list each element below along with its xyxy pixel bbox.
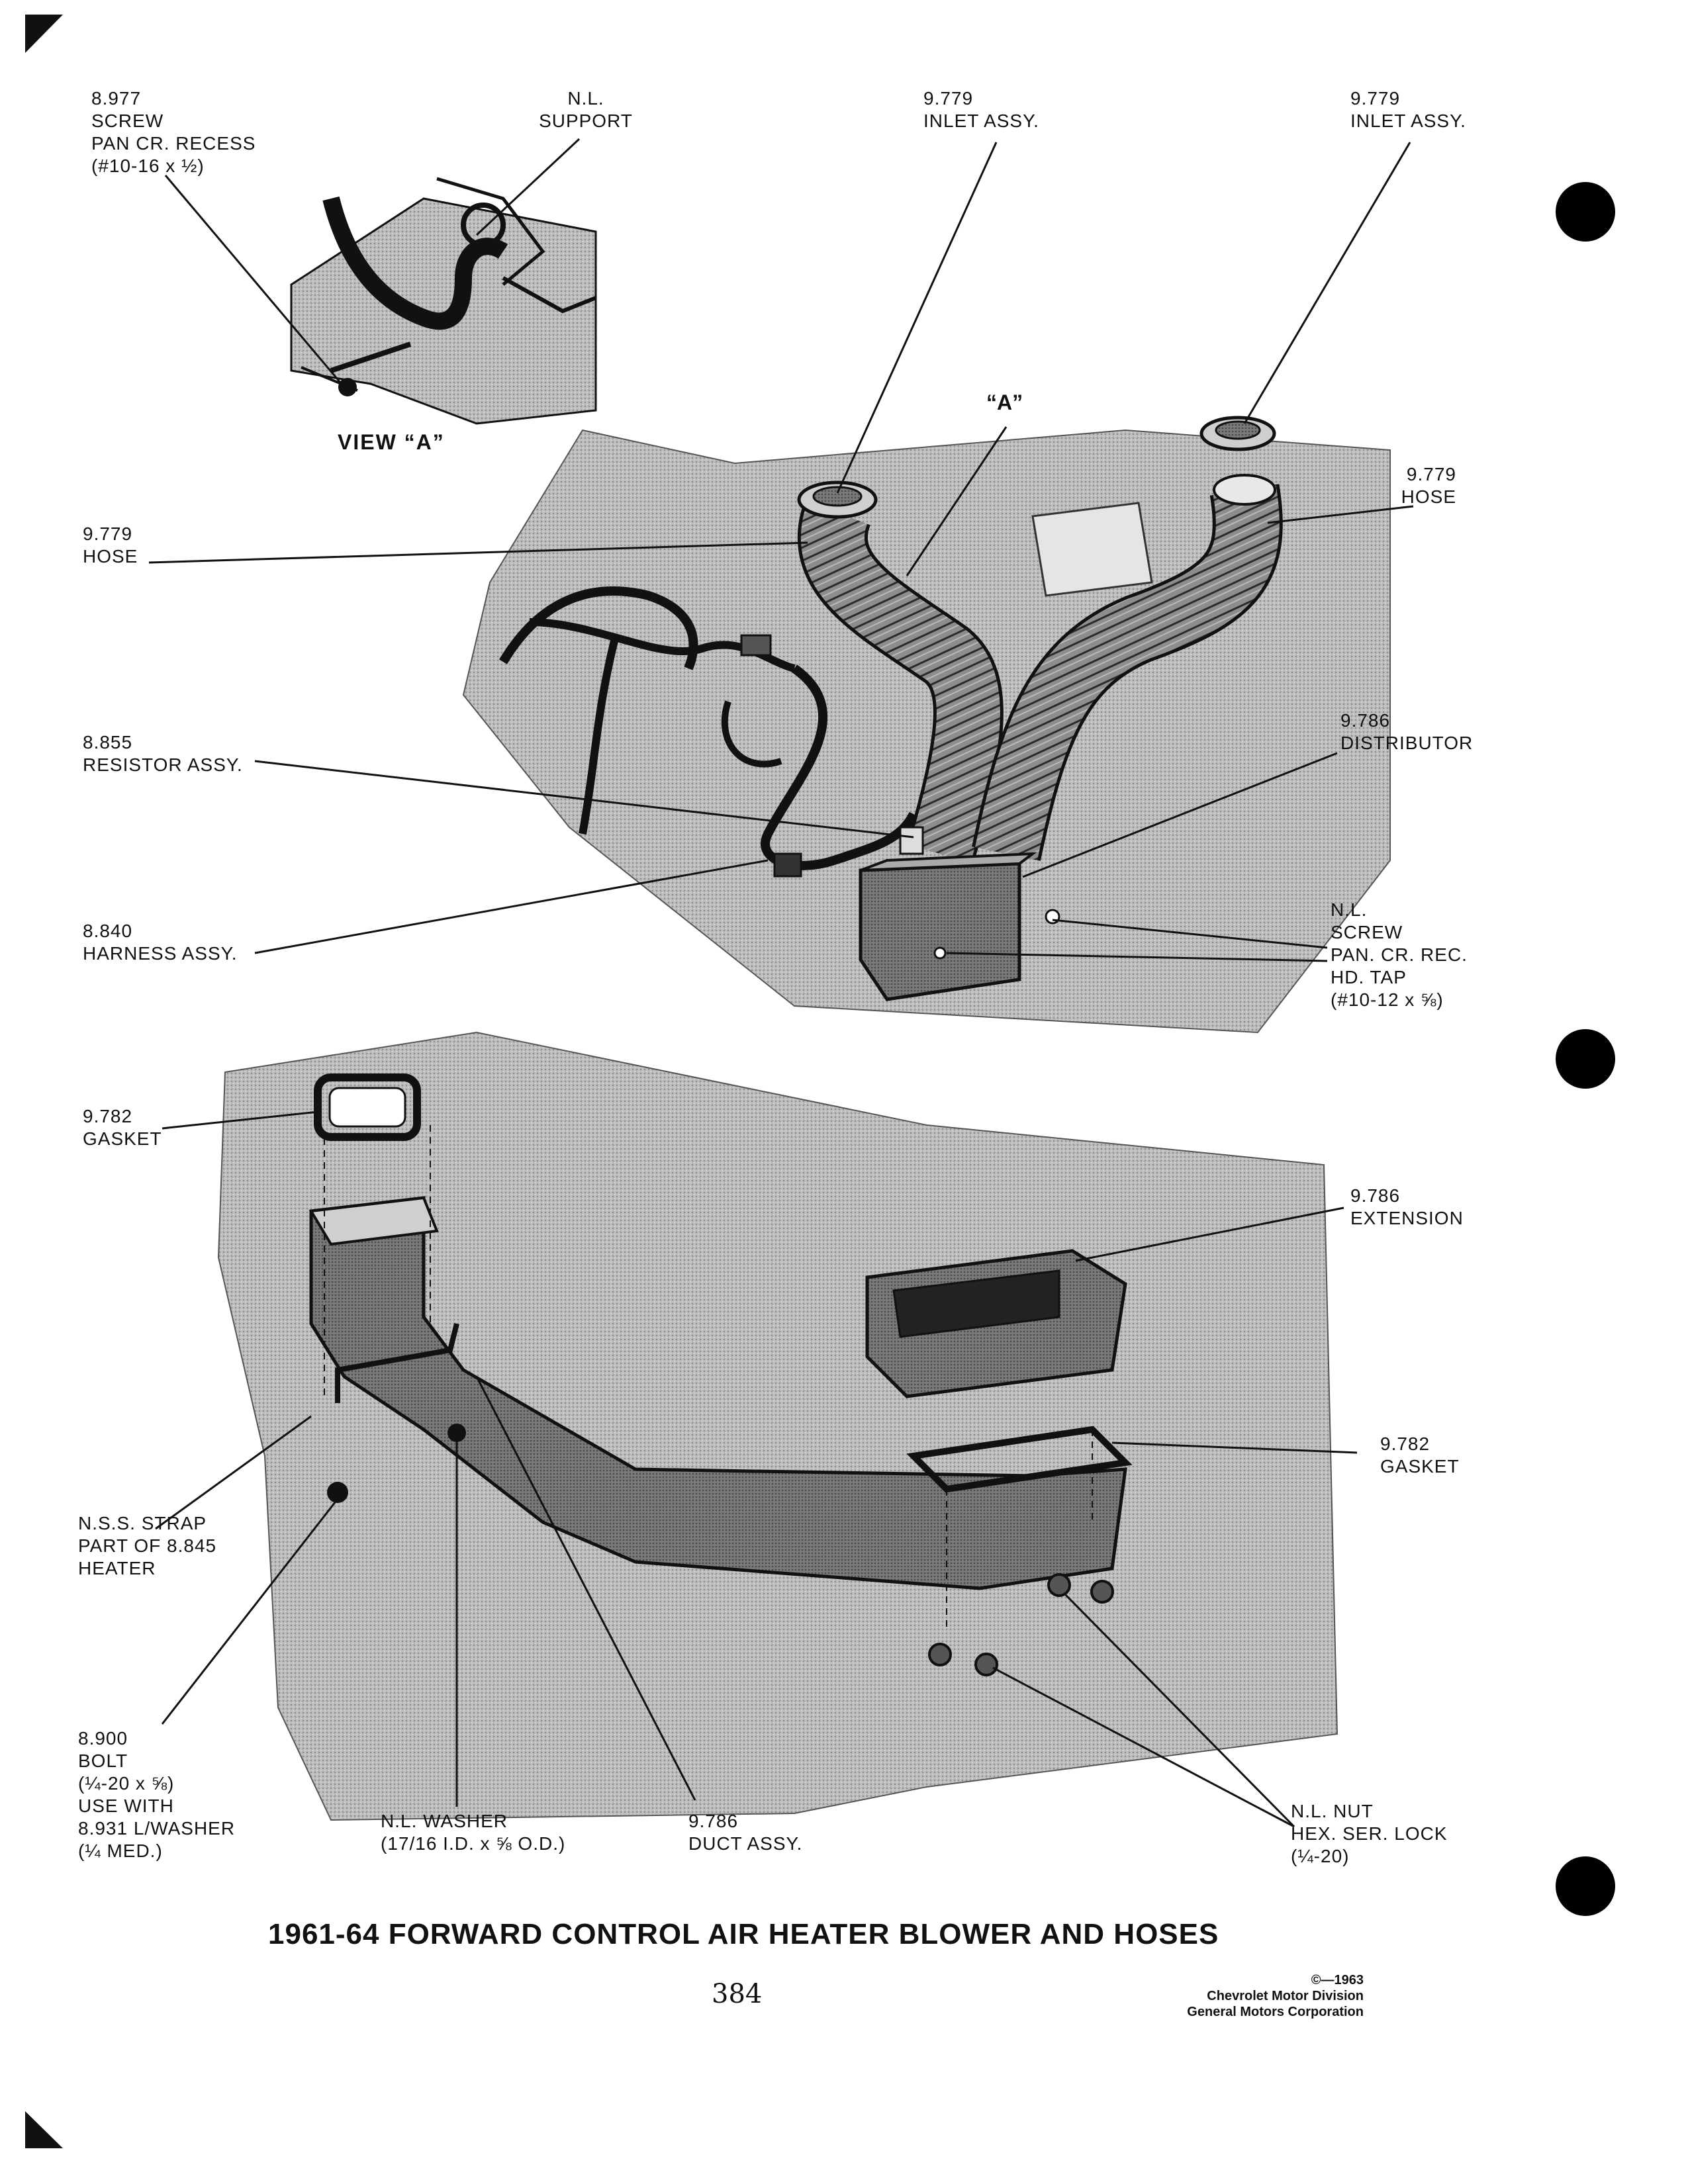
callout-distributor-part-number: 9.786 bbox=[1340, 710, 1391, 731]
leader-lines bbox=[148, 138, 1414, 1828]
callout-bolt: 8.900 BOLT (¼-20 x ⅝) USE WITH 8.931 L/W… bbox=[78, 1727, 235, 1862]
callout-screw-tap-line-2: SCREW bbox=[1331, 922, 1403, 942]
callout-support: N.L. SUPPORT bbox=[530, 87, 642, 132]
callout-bolt-line-3: (¼-20 x ⅝) bbox=[78, 1773, 175, 1794]
top-engine-compartment-illustration bbox=[462, 416, 1391, 1034]
callout-hose-right-name: HOSE bbox=[1401, 486, 1456, 507]
corner-mark-bottom bbox=[25, 2111, 63, 2148]
callout-hose-left: 9.779 HOSE bbox=[83, 523, 138, 568]
callout-duct: 9.786 DUCT ASSY. bbox=[688, 1810, 802, 1855]
callout-distributor: 9.786 DISTRIBUTOR bbox=[1340, 709, 1473, 754]
callout-screw-tap-line-5: (#10-12 x ⅝) bbox=[1331, 989, 1444, 1010]
view-a-inset-illustration bbox=[290, 177, 597, 425]
callout-bolt-line-6: (¼ MED.) bbox=[78, 1841, 163, 1861]
callout-screw-tap-line-1: N.L. bbox=[1331, 899, 1368, 920]
callout-support-line-2: SUPPORT bbox=[539, 111, 633, 131]
callout-hose-left-part-number: 9.779 bbox=[83, 523, 133, 544]
callout-nut-line-1: N.L. NUT bbox=[1291, 1801, 1374, 1821]
view-a-reference-marker: “A” bbox=[986, 390, 1023, 414]
callout-gasket-right: 9.782 GASKET bbox=[1380, 1433, 1460, 1478]
callout-strap-line-2: PART OF 8.845 bbox=[78, 1535, 217, 1556]
callout-hose-right: 9.779 HOSE bbox=[1344, 463, 1456, 508]
callout-screw-view-a-line-2: SCREW bbox=[91, 111, 164, 131]
callout-gasket-top: 9.782 GASKET bbox=[83, 1105, 162, 1150]
callout-screw-view-a-line-4: (#10-16 x ½) bbox=[91, 156, 205, 176]
callout-screw-tap-line-4: HD. TAP bbox=[1331, 967, 1407, 987]
callout-screw-view-a-line-3: PAN CR. RECESS bbox=[91, 133, 256, 154]
callout-inlet-right-name: INLET ASSY. bbox=[1350, 111, 1466, 131]
callout-hose-right-part-number: 9.779 bbox=[1406, 464, 1456, 484]
copyright-notice: ©—1963 Chevrolet Motor Division General … bbox=[1119, 1972, 1364, 2020]
callout-gasket-top-name: GASKET bbox=[83, 1128, 162, 1149]
callout-screw-view-a: 8.977 SCREW PAN CR. RECESS (#10-16 x ½) bbox=[91, 87, 256, 177]
callout-harness-part-number: 8.840 bbox=[83, 921, 133, 941]
callout-strap: N.S.S. STRAP PART OF 8.845 HEATER bbox=[78, 1512, 216, 1580]
callout-nut: N.L. NUT HEX. SER. LOCK (¼-20) bbox=[1291, 1800, 1448, 1868]
callout-resistor-name: RESISTOR ASSY. bbox=[83, 754, 243, 775]
bottom-floor-duct-illustration bbox=[217, 1031, 1338, 1821]
callout-harness-name: HARNESS ASSY. bbox=[83, 943, 238, 964]
callout-duct-name: DUCT ASSY. bbox=[688, 1833, 803, 1854]
callout-extension-name: EXTENSION bbox=[1350, 1208, 1464, 1228]
copyright-line-3: General Motors Corporation bbox=[1187, 2005, 1364, 2019]
callout-bolt-line-5: 8.931 L/WASHER bbox=[78, 1818, 236, 1839]
callout-gasket-right-name: GASKET bbox=[1380, 1456, 1460, 1477]
callout-distributor-name: DISTRIBUTOR bbox=[1340, 733, 1474, 753]
callout-hose-left-name: HOSE bbox=[83, 546, 138, 567]
binder-hole-2 bbox=[1556, 1029, 1615, 1089]
binder-hole-3 bbox=[1556, 1856, 1615, 1916]
callout-bolt-line-4: USE WITH bbox=[78, 1796, 174, 1816]
callout-strap-line-1: N.S.S. STRAP bbox=[78, 1513, 207, 1533]
callout-resistor-part-number: 8.855 bbox=[83, 732, 133, 752]
callout-inlet-left-part-number: 9.779 bbox=[923, 88, 974, 109]
copyright-line-1: ©—1963 bbox=[1311, 1973, 1364, 1987]
callout-screw-tap: N.L. SCREW PAN. CR. REC. HD. TAP (#10-12… bbox=[1331, 899, 1468, 1011]
callout-screw-tap-line-3: PAN. CR. REC. bbox=[1331, 944, 1468, 965]
corner-mark-top bbox=[25, 15, 63, 53]
callout-resistor: 8.855 RESISTOR ASSY. bbox=[83, 731, 243, 776]
callout-bolt-line-2: BOLT bbox=[78, 1751, 128, 1771]
callout-washer-line-2: (17/16 I.D. x ⅝ O.D.) bbox=[381, 1833, 566, 1854]
callout-nut-line-2: HEX. SER. LOCK bbox=[1291, 1823, 1448, 1844]
callout-extension-part-number: 9.786 bbox=[1350, 1185, 1401, 1206]
page-number: 384 bbox=[712, 1979, 763, 2009]
callout-washer: N.L. WASHER (17/16 I.D. x ⅝ O.D.) bbox=[381, 1810, 565, 1855]
callout-inlet-left-name: INLET ASSY. bbox=[923, 111, 1039, 131]
callout-support-line-1: N.L. bbox=[567, 88, 604, 109]
callout-screw-view-a-part-number: 8.977 bbox=[91, 88, 142, 109]
callout-nut-line-3: (¼-20) bbox=[1291, 1846, 1350, 1866]
callout-harness: 8.840 HARNESS ASSY. bbox=[83, 920, 237, 965]
callout-gasket-right-part-number: 9.782 bbox=[1380, 1433, 1430, 1454]
view-a-title: VIEW “A” bbox=[338, 430, 445, 454]
binder-hole-1 bbox=[1556, 182, 1615, 242]
callout-inlet-right: 9.779 INLET ASSY. bbox=[1350, 87, 1466, 132]
page-title: 1961-64 FORWARD CONTROL AIR HEATER BLOWE… bbox=[268, 1918, 1219, 1950]
callout-extension: 9.786 EXTENSION bbox=[1350, 1185, 1464, 1230]
callout-strap-line-3: HEATER bbox=[78, 1558, 156, 1578]
callout-gasket-top-part-number: 9.782 bbox=[83, 1106, 133, 1126]
callout-duct-part-number: 9.786 bbox=[688, 1811, 739, 1831]
callout-washer-line-1: N.L. WASHER bbox=[381, 1811, 508, 1831]
copyright-line-2: Chevrolet Motor Division bbox=[1207, 1989, 1364, 2003]
callout-inlet-right-part-number: 9.779 bbox=[1350, 88, 1401, 109]
callout-inlet-left: 9.779 INLET ASSY. bbox=[923, 87, 1039, 132]
callout-bolt-part-number: 8.900 bbox=[78, 1728, 128, 1749]
